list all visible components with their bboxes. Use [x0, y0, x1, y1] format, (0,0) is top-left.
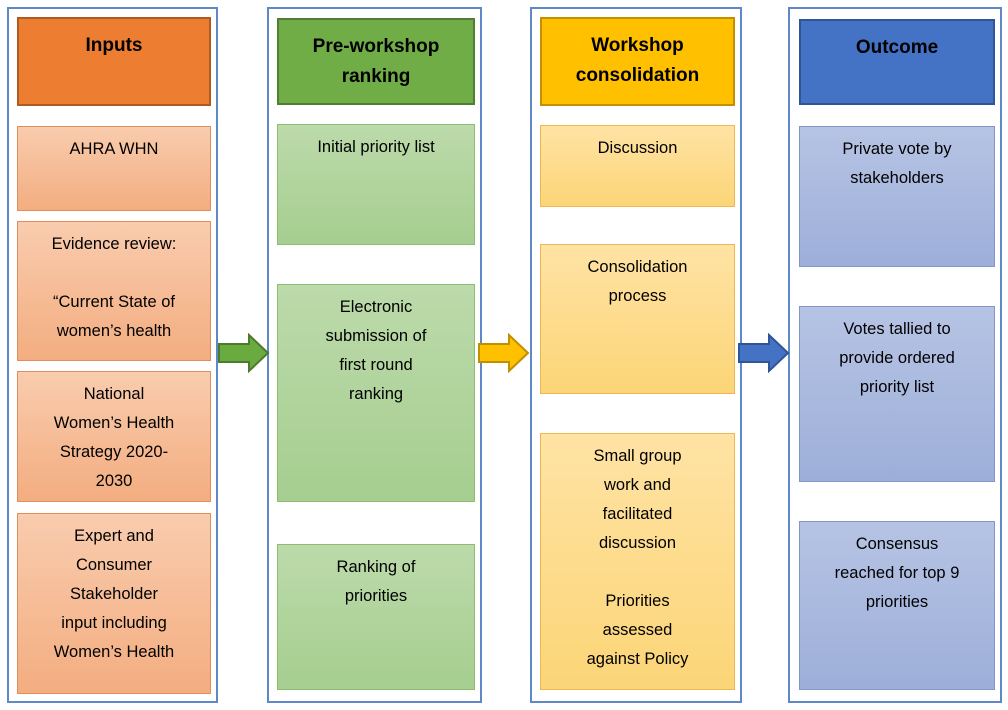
ranking-item-initial-priority-list: Initial priority list: [277, 124, 475, 245]
workshop-item-small-group-work: Small group work and facilitated discuss…: [540, 433, 735, 690]
column-pre-workshop-ranking: Pre-workshop ranking Initial priority li…: [267, 7, 482, 703]
inputs-item-national-strategy: National Women’s Health Strategy 2020- 2…: [17, 371, 211, 502]
column-outcome: Outcome Private vote by stakeholders Vot…: [788, 7, 1002, 703]
workshop-item-consolidation-process: Consolidation process: [540, 244, 735, 394]
outcome-item-votes-tallied: Votes tallied to provide ordered priorit…: [799, 306, 995, 482]
right-arrow-icon-gold: [478, 333, 530, 373]
column-header-outcome: Outcome: [799, 19, 995, 105]
column-header-workshop-consolidation: Workshop consolidation: [540, 17, 735, 106]
inputs-item-ahra-whn: AHRA WHN: [17, 126, 211, 211]
column-header-pre-workshop-ranking: Pre-workshop ranking: [277, 18, 475, 105]
inputs-item-evidence-review: Evidence review: “Current State of women…: [17, 221, 211, 361]
ranking-item-electronic-submission: Electronic submission of first round ran…: [277, 284, 475, 502]
ranking-item-ranking-of-priorities: Ranking of priorities: [277, 544, 475, 690]
inputs-item-stakeholder-input: Expert and Consumer Stakeholder input in…: [17, 513, 211, 694]
workshop-item-discussion: Discussion: [540, 125, 735, 207]
column-header-inputs: Inputs: [17, 17, 211, 106]
right-arrow-icon-green: [218, 333, 270, 373]
outcome-item-private-vote: Private vote by stakeholders: [799, 126, 995, 267]
column-inputs: Inputs AHRA WHN Evidence review: “Curren…: [7, 7, 218, 703]
column-workshop-consolidation: Workshop consolidation Discussion Consol…: [530, 7, 742, 703]
right-arrow-icon-blue: [738, 333, 790, 373]
outcome-item-consensus-reached: Consensus reached for top 9 priorities: [799, 521, 995, 690]
